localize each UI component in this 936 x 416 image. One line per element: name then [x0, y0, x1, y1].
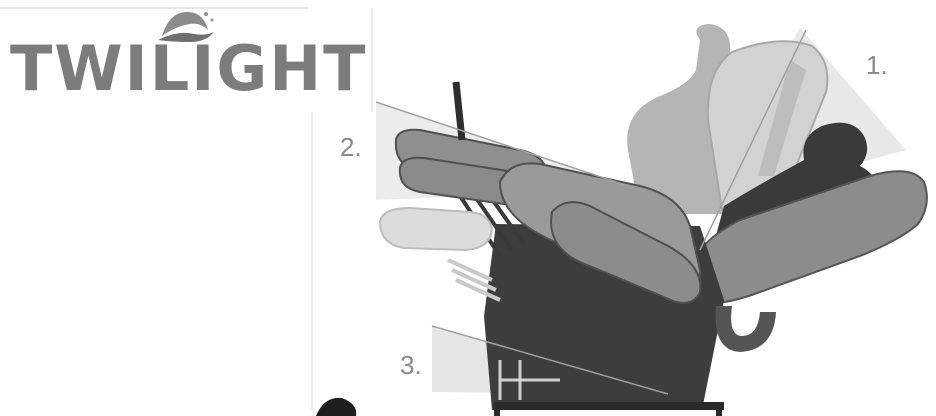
faded-footrest-cushion: [380, 208, 492, 250]
brand-name: TWILIGHT: [10, 38, 367, 100]
step-label-footrest: 2.: [340, 134, 362, 160]
chair-floor-base: [494, 402, 724, 410]
twilight-logo: TWILIGHT: [0, 0, 372, 118]
chair-armrest-lever: [716, 306, 777, 352]
step-label-base: 3.: [400, 352, 422, 378]
bottom-circle-partial: [316, 398, 356, 416]
step-label-backrest: 1.: [866, 52, 888, 78]
